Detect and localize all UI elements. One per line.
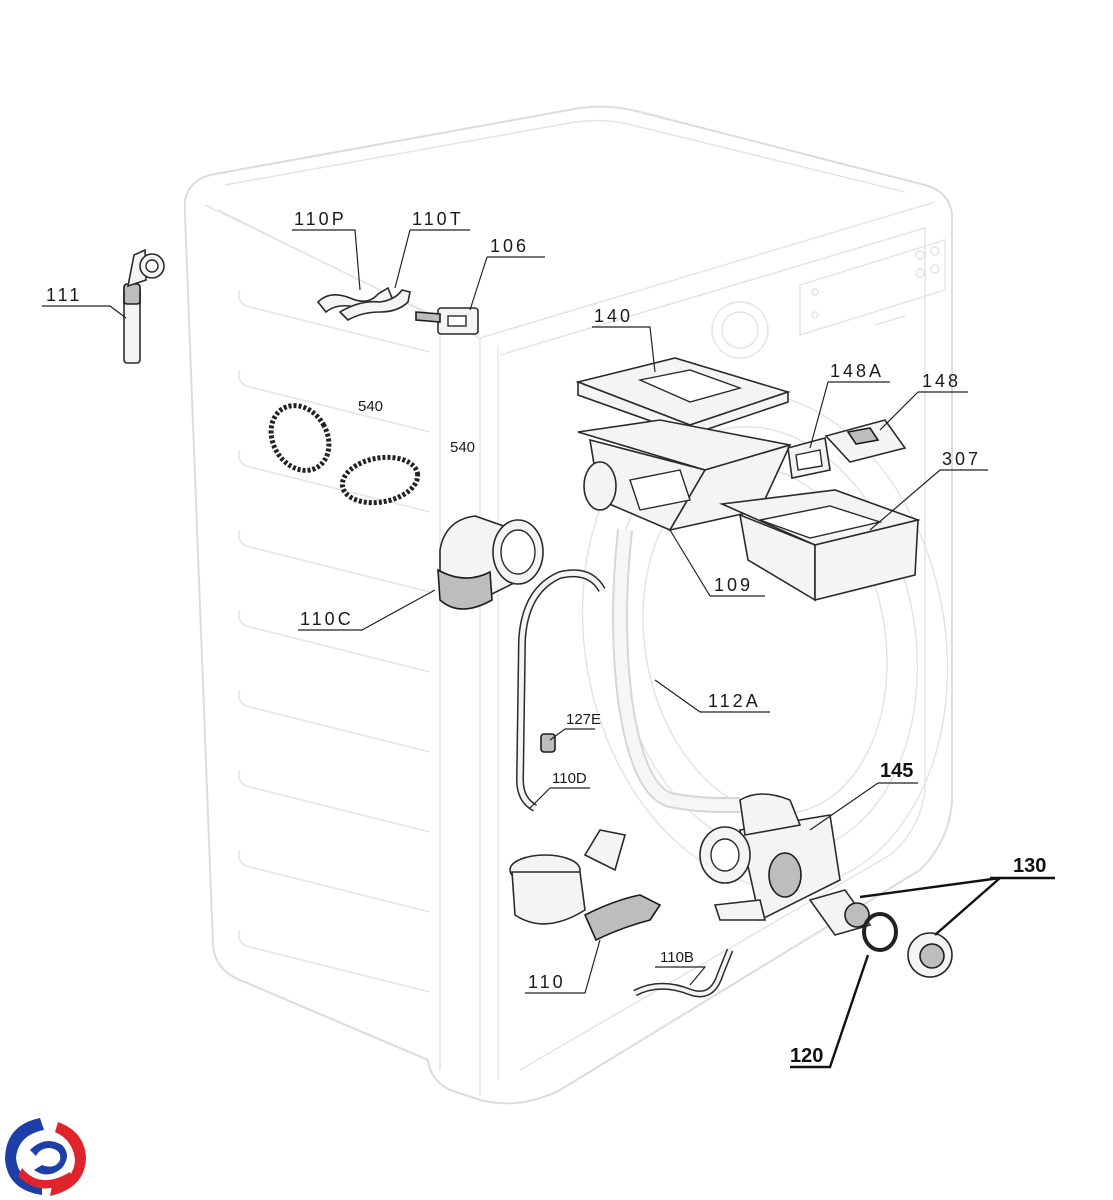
part-127E-plug	[540, 733, 556, 753]
callout-110C: 110C	[300, 609, 354, 629]
callout-540-lower: 540	[450, 439, 475, 456]
machine-cabinet-outline	[184, 105, 953, 1105]
callout-120: 120	[790, 1045, 823, 1067]
part-111-inlet-hose	[123, 248, 165, 364]
callout-130: 130	[1013, 855, 1046, 877]
part-130-filters-120-seal	[808, 889, 953, 978]
callout-109: 109	[714, 575, 753, 595]
part-140-dispenser-top	[575, 357, 791, 437]
callout-307: 307	[942, 449, 981, 469]
callout-106: 106	[490, 236, 529, 256]
part-110P-110T-hoses	[316, 286, 411, 321]
brand-logo-icon	[5, 1118, 86, 1196]
callout-110B: 110B	[660, 949, 694, 966]
part-145-pump-assembly	[699, 793, 841, 922]
callout-110: 110	[528, 972, 566, 992]
callout-127E: 127E	[566, 711, 601, 728]
callout-148: 148	[922, 371, 961, 391]
part-110C-bellows	[437, 515, 544, 610]
callout-110P: 110P	[294, 209, 347, 229]
part-540-gaskets	[268, 403, 421, 506]
callout-540-upper: 540	[358, 398, 383, 415]
part-112A-hose	[612, 529, 741, 814]
callout-110T: 110T	[412, 209, 464, 229]
callout-140: 140	[594, 306, 633, 326]
part-110D-hose	[515, 569, 606, 812]
callout-111: 111	[46, 285, 82, 305]
callout-148A: 148A	[830, 361, 884, 381]
part-110-sump	[509, 829, 662, 942]
part-148A-148	[787, 419, 907, 479]
part-110B-hose	[633, 948, 734, 998]
part-106-valve	[415, 307, 479, 335]
callout-145: 145	[880, 760, 913, 782]
callout-112A: 112A	[708, 691, 761, 711]
leader-lines	[42, 229, 1055, 1069]
callout-110D: 110D	[552, 770, 587, 787]
